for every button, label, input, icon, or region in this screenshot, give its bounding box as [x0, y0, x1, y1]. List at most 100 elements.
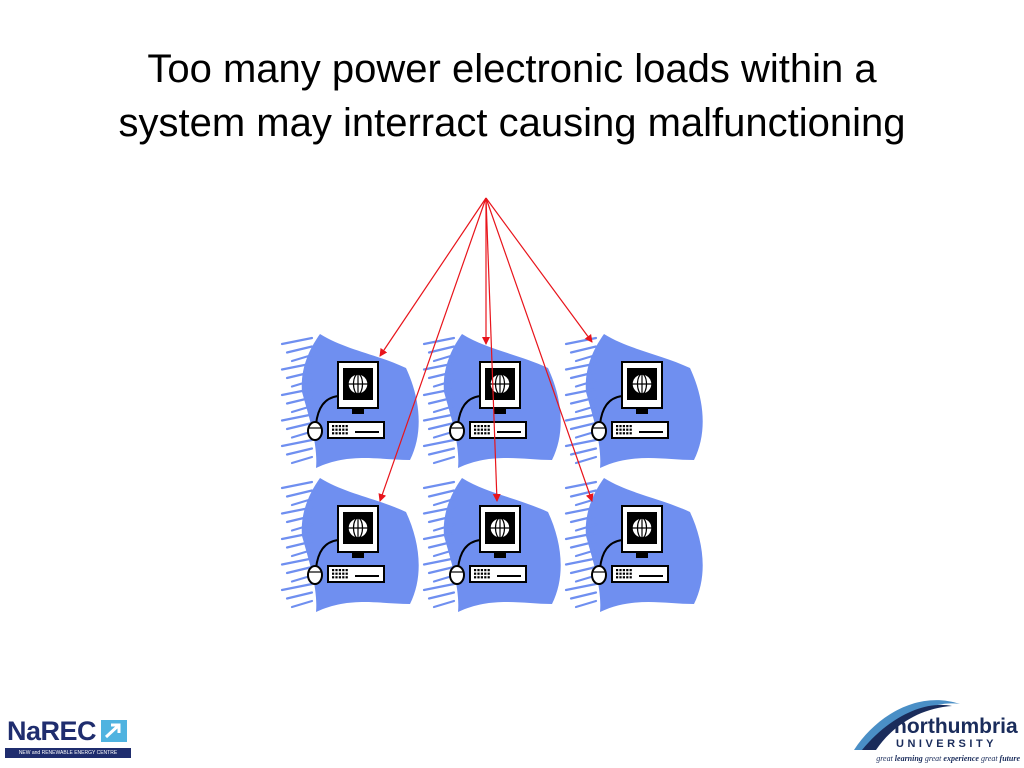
keyboard-icon [327, 421, 385, 439]
swoosh-streak [427, 489, 456, 498]
mouse-icon [449, 421, 465, 441]
swoosh-streak [427, 370, 456, 380]
swoosh-streak [280, 557, 314, 566]
swoosh-streak [432, 523, 456, 532]
swoosh-streak [280, 582, 314, 592]
northumbria-name: northumbria [894, 715, 1018, 738]
mouse-icon [591, 421, 607, 441]
computer-4 [280, 478, 419, 612]
computer-2 [422, 334, 561, 468]
swoosh-streak [422, 531, 456, 541]
tagline-word-1: great [876, 754, 893, 763]
swoosh-streak [564, 557, 598, 566]
swoosh-streak [569, 514, 598, 524]
slide-title-line-2: system may interract causing malfunction… [118, 101, 906, 145]
swoosh-streak [280, 480, 314, 490]
monitor-stand [352, 552, 364, 558]
tagline-word-3: great [980, 754, 998, 763]
globe-icon [347, 517, 369, 539]
swoosh-streak [564, 480, 598, 490]
arrow-to-computer-4 [378, 197, 487, 502]
swoosh-streak [280, 387, 314, 397]
swoosh-streak [427, 447, 456, 456]
swoosh-streak [564, 438, 598, 448]
swoosh-streak [290, 599, 314, 609]
swoosh-streak [427, 514, 456, 524]
swoosh-streak [564, 531, 598, 541]
mouse-cable [599, 539, 623, 569]
globe-icon [631, 373, 653, 395]
swoosh-streak [427, 591, 456, 600]
globe-icon [631, 517, 653, 539]
monitor-stand [636, 408, 648, 414]
swoosh-streak [564, 362, 598, 371]
tagline-bold-2: experience [943, 754, 979, 763]
computer-6 [564, 478, 703, 612]
mouse-icon [307, 421, 323, 441]
computer-icon [449, 361, 527, 441]
swoosh-streak [564, 413, 598, 422]
swoosh-streak [574, 455, 598, 465]
swoosh-streak [422, 438, 456, 448]
swoosh-streak [564, 387, 598, 397]
swoosh-streak [280, 506, 314, 515]
monitor-stand [494, 552, 506, 558]
mouse-cable [315, 539, 339, 569]
mouse-cable [315, 395, 339, 425]
swoosh-streak [427, 421, 456, 431]
swoosh-streak [574, 404, 598, 414]
swoosh-streak [569, 489, 598, 498]
globe-icon [489, 373, 511, 395]
arrow-to-computer-6 [485, 197, 594, 502]
swoosh-streak [285, 591, 314, 600]
computer-3 [564, 334, 703, 468]
computer-grid [280, 334, 703, 612]
swoosh-streak [574, 523, 598, 532]
swoosh-streak [427, 345, 456, 354]
monitor-stand [494, 408, 506, 414]
mouse-icon [449, 565, 465, 585]
swoosh-streak [422, 506, 456, 515]
northumbria-subtitle: UNIVERSITY [896, 738, 998, 750]
swoosh-streak [432, 599, 456, 609]
monitor-stand [352, 408, 364, 414]
globe-icon [489, 517, 511, 539]
swoosh-streak [427, 565, 456, 575]
keyboard-icon [611, 565, 669, 583]
computer-icon [591, 361, 669, 441]
tagline-bold-3: future [999, 754, 1020, 763]
arrow-to-computer-3 [485, 197, 593, 343]
swoosh-streak [432, 548, 456, 558]
swoosh-streak [432, 455, 456, 465]
swoosh-streak [422, 557, 456, 566]
mouse-cable [599, 395, 623, 425]
swoosh-streak [432, 497, 456, 507]
mouse-icon [591, 565, 607, 585]
swoosh-streak [422, 413, 456, 422]
narec-logo: NaREC NEW and RENEWABLE ENERGY CENTRE [5, 716, 131, 758]
mouse-cable [457, 395, 481, 425]
swoosh-streak [280, 413, 314, 422]
computer-1 [280, 334, 419, 468]
computer-icon [307, 505, 385, 585]
interaction-arrows [378, 197, 594, 502]
swoosh-streak [280, 336, 314, 346]
swoosh-streak [574, 353, 598, 363]
mouse-cable [457, 539, 481, 569]
swoosh-streak [432, 379, 456, 388]
swoosh-streak [422, 336, 456, 346]
swoosh-streak [574, 379, 598, 388]
arrow-to-computer-1 [379, 197, 487, 357]
computer-icon [591, 505, 669, 585]
swoosh-streak [285, 396, 314, 405]
tagline-word-2: great [924, 754, 942, 763]
swoosh-streak [569, 421, 598, 431]
swoosh-streak [422, 582, 456, 592]
swoosh-streak [427, 540, 456, 549]
swoosh-streak [569, 565, 598, 575]
swoosh-streak [574, 599, 598, 609]
swoosh-streak [564, 506, 598, 515]
swoosh-streak [432, 353, 456, 363]
swoosh-streak [285, 345, 314, 354]
